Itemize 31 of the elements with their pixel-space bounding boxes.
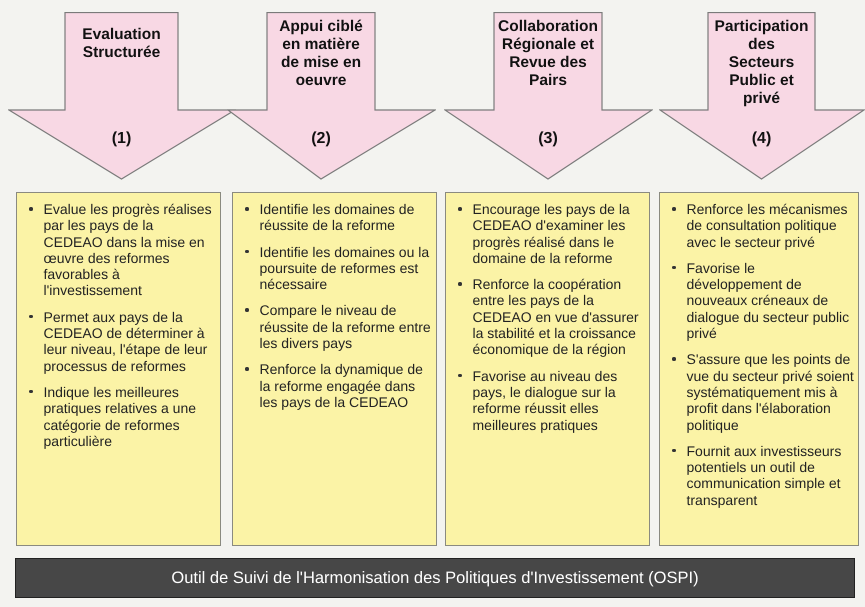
arrow-heading: Evaluation Structurée [81, 26, 162, 62]
down-arrow-shape [227, 12, 436, 180]
bullet-text: Renforce la coopération entre les pays de la CEDEAO en vue d'assurer la stabilité et la croissance économique de la région [472, 276, 640, 358]
bullet-list-panel [232, 192, 437, 546]
bar-title: Outil de Suivi de l'Harmonisation des Politiques d'Investissement (OSPI) [171, 568, 699, 588]
bullet-text: Renforce les mécanismes de consultation politique avec le secteur privé [686, 201, 849, 250]
bullet-text: Favorise au niveau des pays, le dialogue sur la reforme réussit elles meilleures pratiques [472, 368, 618, 433]
arrow-heading: Participation des Secteurs Public et privé [714, 18, 810, 108]
bullet-text: S'assure que les points de vue du secteur privé soient systématiquement mis à profit dans l'élaboration politique [686, 351, 854, 433]
bullet-list-panel [16, 192, 221, 546]
bullet-text: Compare le niveau de réussite de la reforme entre les divers pays [260, 302, 432, 352]
bullet-text: Indique les meilleures pratiques relatives a une catégorie de reformes particulière [44, 384, 198, 450]
bullet-text: Identifie les domaines de réussite de la reforme [260, 201, 416, 234]
step-number: (1) [110, 130, 132, 148]
step-number: (4) [750, 130, 772, 148]
bullet-list-panel [659, 192, 859, 546]
down-arrow-shape [444, 12, 653, 180]
bullet-text: Renforce la dynamique de la reforme engagée dans les pays de la CEDEAO [260, 361, 424, 410]
bullet-text: Encourage les pays de la CEDEAO d'examiner les progrès réalisé dans le domaine de la reforme [472, 201, 631, 266]
bullet-text: Favorise le développement de nouveaux créneaux de dialogue du secteur public privé [686, 260, 850, 342]
bullet-list-panel [445, 192, 650, 546]
bullet-text: Evalue les progrès réalises par les pays de la CEDEAO dans la mise en œuvre des reformes favorables à l'investissement [44, 201, 213, 299]
bullet-text: Permet aux pays de la CEDEAO de déterminer à leur niveau, l'étape de leur processus de reformes [44, 308, 208, 374]
bullet-text: Identifie les domaines ou la poursuite de reformes est nécessaire [260, 244, 430, 292]
step-number: (2) [310, 130, 332, 148]
title-bar [15, 558, 855, 598]
down-arrow-shape [659, 12, 865, 180]
arrow-heading: Appui ciblé en matière de mise en oeuvre [278, 18, 364, 90]
arrow-heading: Collaboration Régionale et Revue des Pairs [497, 18, 599, 90]
step-number: (3) [537, 130, 559, 148]
bullet-text: Fournit aux investisseurs potentiels un outil de communication simple et transparent [686, 442, 842, 508]
